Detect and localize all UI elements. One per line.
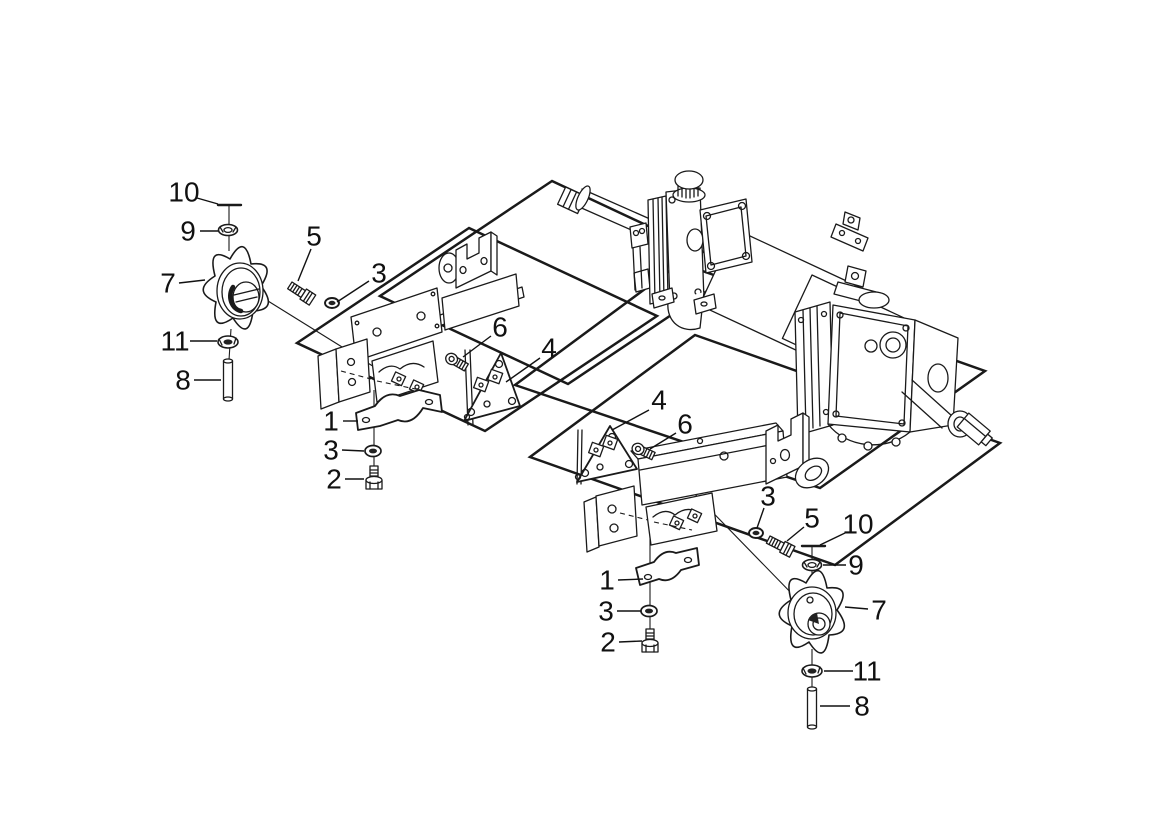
callout-4-8: 4 [541,333,557,364]
hanger-bracket [830,223,869,252]
leader-line-5-5 [297,248,312,282]
leader-line-3-6 [336,280,370,303]
callout-7-2: 7 [160,268,176,299]
leader-line-1-21 [617,578,644,581]
leader-line-4-12 [611,409,650,431]
leader-line-10-0 [196,197,219,205]
leader-line-7-18 [844,606,869,610]
washer-3-upper-right [748,527,764,539]
bolt-2-right [641,628,659,653]
leader-line-10-16 [819,532,846,546]
right-gearbox-cap [858,291,890,309]
plate-outline-upper-inner [294,226,660,433]
callout-9-17: 9 [848,550,864,581]
callout-1-9: 1 [323,406,339,437]
callout-7-18: 7 [871,595,887,626]
callout-4-12: 4 [651,385,667,416]
leader-line-6-7 [462,335,492,358]
callout-8-20: 8 [854,691,870,722]
bolt-2-left [365,465,383,490]
tow-hook [794,457,830,489]
washer-11-right [801,664,823,678]
callout-3-14: 3 [760,481,776,512]
pin-8-right [806,686,818,730]
nut-3-lower-left [364,444,382,458]
screw-6-left [445,352,469,372]
leader-line-3-10 [341,449,365,452]
callout-2-11: 2 [326,464,342,495]
right-gearbox [794,265,993,451]
screw-6-right [631,442,656,461]
washer-11-left [217,335,239,349]
saddle-clamp-right [635,547,700,586]
frame-rail-right [583,412,830,553]
callout-3-22: 3 [598,596,614,627]
leader-line-3-14 [756,507,765,529]
gearbox-flange [699,198,753,274]
callout-10-0: 10 [168,177,199,208]
leader-line-6-13 [649,432,677,450]
callout-3-6: 3 [371,258,387,289]
gusset-plate-left [463,349,521,426]
star-knob-left [202,245,270,330]
frame-rail-left [317,231,525,410]
end-bracket-right [595,485,638,547]
gearbox-side-bracket [629,222,649,249]
leader-line-5-15 [786,526,805,542]
star-knob-right [778,569,846,654]
end-bracket-left [335,338,371,403]
screw-5-right [765,535,796,558]
washer-9-right [801,558,823,572]
beam-front-right [637,430,788,506]
callout-5-15: 5 [804,503,820,534]
breather-cap [674,170,704,190]
output-shaft [901,379,953,429]
output-shaft-stub [956,412,993,447]
port-boss [879,331,907,359]
leader-line-7-2 [178,279,206,284]
washer-3-upper-left [324,297,340,309]
pin-8-left [222,358,234,402]
right-gearbox-housing [827,304,916,433]
saddle-clamp-left [355,389,443,431]
washer-9-left [217,223,239,237]
callout-1-21: 1 [599,565,615,596]
callout-9-1: 9 [180,216,196,247]
callout-5-5: 5 [306,221,322,252]
callout-8-4: 8 [175,365,191,396]
callout-2-23: 2 [600,627,616,658]
callout-3-10: 3 [323,435,339,466]
leader-line-2-23 [618,640,643,643]
callout-10-16: 10 [842,509,873,540]
callout-11-19: 11 [852,656,881,687]
leader-line-4-8 [505,357,541,383]
callout-6-13: 6 [677,409,693,440]
screw-5-left [286,281,317,306]
callout-6-7: 6 [492,312,508,343]
nut-3-lower-right [640,604,658,618]
gusset-plate-right [574,425,638,485]
callout-11-3: 11 [160,326,189,357]
